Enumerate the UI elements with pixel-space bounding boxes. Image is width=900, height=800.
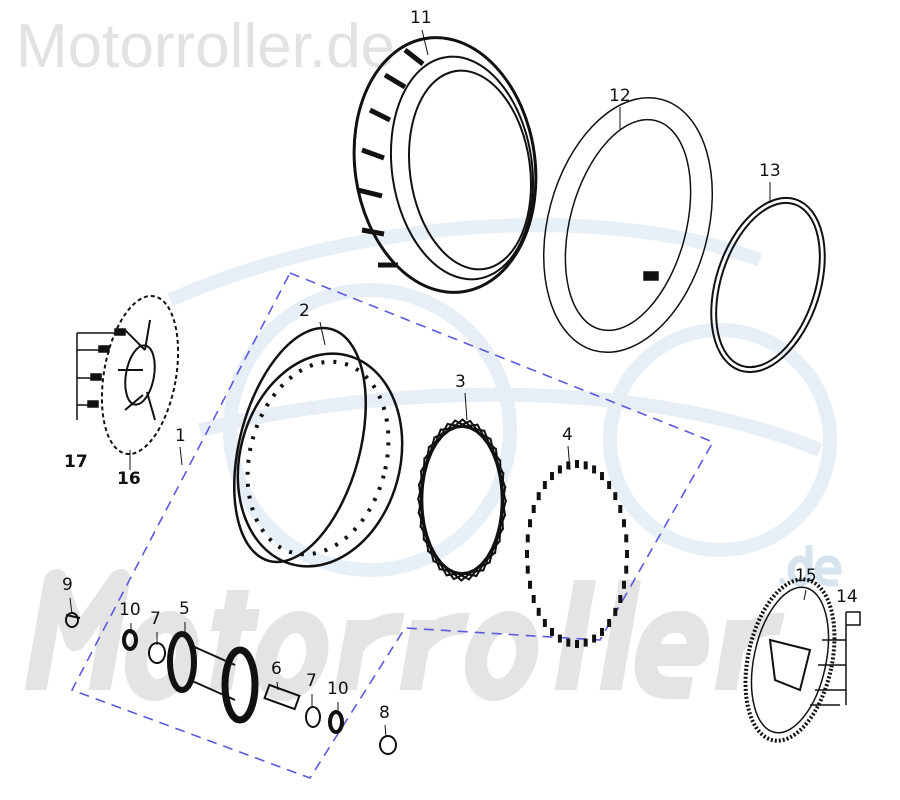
callout-8: 8 [379,703,390,723]
assembly-group-boundary [70,271,715,779]
spoke-nipple [566,638,571,647]
spoke [493,485,507,554]
watermark-letter [714,612,785,690]
spoke-nipple [621,519,626,528]
tire [352,36,538,294]
callout-13: 13 [759,161,781,181]
spoke-nipple [566,461,571,470]
spoke-nipple [557,465,562,474]
watermark-letter [334,612,405,690]
spoke-nipple [624,534,629,543]
spoke-nipple [525,550,529,558]
spokes [417,418,507,582]
spoke-nipple [613,492,618,501]
spoke-nipple [618,505,623,513]
spoke-nipple [528,580,533,589]
watermark-top: Motorroller.de [16,12,396,81]
disc-bolts [76,328,126,420]
spoke-nipple [525,565,530,574]
callout-14: 14 [836,587,858,607]
spoke-nipples [525,460,629,648]
spoke [446,422,486,432]
callout-16: 16 [117,469,141,489]
watermark-domain [779,545,842,587]
sprocket [743,577,837,743]
callout-5: 5 [179,599,190,619]
watermark-big [24,569,785,701]
spoke-nipple [607,481,612,490]
inner-tube [542,96,714,354]
spoke-nipple [592,465,597,474]
spoke-nipple [528,519,533,528]
watermark-letter [254,611,329,701]
watermark-letter [464,611,539,701]
spoke-nipple [618,595,623,603]
spoke [438,568,478,578]
callout-10b: 10 [327,679,349,699]
spoke-nipple [624,565,629,574]
spoke-nipple [583,638,588,647]
watermark-letter [554,580,596,690]
spoke-nipple [525,534,530,543]
spoke-nipple [600,627,604,636]
watermark-logo [167,218,837,577]
rim-strip [710,196,826,374]
watermark-letter [634,611,709,699]
spoke-nipple [583,461,588,470]
spoke-nipple [592,634,597,643]
spoke-nipple [531,505,536,513]
spoke-nipple [613,607,618,616]
hub [167,631,259,724]
watermark-letter [399,612,470,690]
callout-7a: 7 [150,609,161,629]
rim [232,326,404,568]
callout-7b: 7 [306,671,317,691]
spoke-nipple [607,618,612,627]
callout-12: 12 [609,86,631,106]
watermark-letter [24,569,131,690]
spoke [433,419,472,439]
spoke-nipple [575,640,579,648]
spoke [460,551,497,582]
callout-9: 9 [62,575,73,595]
callout-4: 4 [562,425,573,445]
callout-2: 2 [299,301,310,321]
spoke-nipple [542,481,547,490]
spoke-nipple [575,460,579,468]
spoke-nipple [557,634,562,643]
bearings-and-spacers [65,612,397,755]
callout-1: 1 [175,426,186,446]
spoke-nipple [621,580,626,589]
spoke-nipple [531,595,536,603]
spoke [445,569,485,577]
callout-6: 6 [271,659,282,679]
callout-15: 15 [795,566,817,586]
callout-3: 3 [455,372,466,392]
spoke [427,418,464,449]
spoke-nipple [536,607,541,616]
callout-17: 17 [64,452,88,472]
leader-lines [69,29,807,738]
spoke [439,423,479,431]
spoke-nipple [542,618,547,627]
spoke-nipple [550,472,554,481]
watermark-letter [599,580,641,690]
callout-11: 11 [410,8,432,28]
spoke-nipple [536,492,541,501]
spoke-nipple [625,550,629,558]
callout-10a: 10 [119,600,141,620]
sprocket-bolts [810,611,861,706]
spoke-nipple [600,472,604,481]
spoke-nipple [550,627,554,636]
spoke [452,561,491,581]
brake-disc [100,294,180,456]
